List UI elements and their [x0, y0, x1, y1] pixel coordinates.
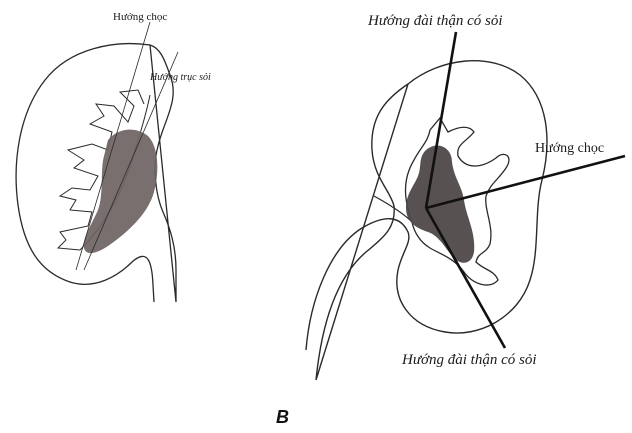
right-label-calyx-bottom: Hướng đài thận có sỏi	[401, 352, 537, 368]
left-label-stone-axis: Hướng trục sỏi	[149, 72, 211, 83]
right-label-needle: Hướng chọc	[535, 141, 604, 156]
left-stone	[84, 130, 158, 253]
right-label-calyx-top: Hướng đài thận có sỏi	[367, 13, 503, 29]
right-kidney-panel: Hướng đài thận có sỏi Hướng chọc Hướng đ…	[306, 13, 625, 380]
left-kidney-panel: Hướng chọc Hướng trục sỏi	[16, 11, 211, 302]
panel-letter: B	[276, 407, 289, 427]
left-label-needle: Hướng chọc	[113, 11, 167, 23]
